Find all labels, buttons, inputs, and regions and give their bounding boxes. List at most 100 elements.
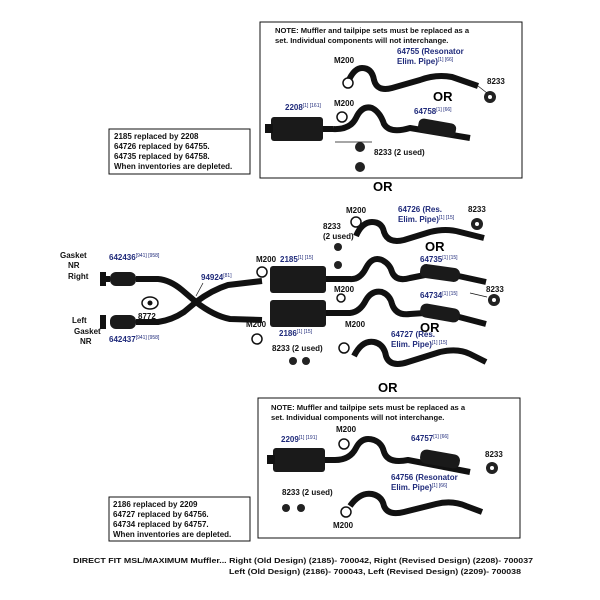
top-tailpipe-64758	[332, 104, 471, 141]
top-replace-line2: 64726 replaced by 64755.	[114, 142, 210, 151]
top-resonator-label: 64755 (Resonator	[397, 47, 464, 56]
left-flange	[100, 315, 106, 329]
top-note-line2: set. Individual components will not inte…	[275, 36, 448, 45]
bottom-hanger-b2	[297, 504, 305, 512]
hanger-b2	[302, 357, 310, 365]
right-converter	[110, 272, 136, 286]
bottom-hanger-b-label: 8233 (2 used)	[282, 488, 333, 497]
top-hanger-a-lead	[477, 85, 488, 94]
tail-r-label: 64735[1] [15]	[420, 255, 458, 264]
top-muffler-label: 2208[1] [161]	[285, 103, 321, 112]
right-flange	[100, 272, 106, 286]
bottom-box-border	[257, 397, 521, 539]
hanger-2used-a1: 8233	[323, 222, 341, 231]
muffler-left-label: 2186[1] [15]	[279, 329, 313, 338]
right-side-label: Right	[68, 272, 89, 281]
or-label-upper: OR	[373, 179, 393, 194]
bottom-resonator-label1: 64756 (Resonator	[391, 473, 458, 482]
bottom-m200-a-clamp	[338, 438, 350, 450]
muffler-right-outlet	[326, 276, 336, 282]
bottom-tailpipe-label: 64757[1] [66]	[411, 434, 449, 443]
tailpipe-64734-resonator	[420, 303, 460, 323]
hanger-b1	[289, 357, 297, 365]
gasket-8772-label: 8772	[138, 312, 156, 321]
top-revised-design-box: NOTE: Muffler and tailpipe sets must be …	[259, 21, 523, 179]
gasket-8772-hole	[147, 300, 153, 306]
m200-right-clamp	[256, 266, 268, 278]
left-converter	[110, 315, 136, 329]
tailpipe-64734	[336, 288, 487, 327]
left-side-label: Left	[72, 316, 87, 325]
pipe-left-label: 642437[941] [958]	[109, 335, 160, 344]
or-label-mid2: OR	[420, 320, 440, 335]
top-muffler-2208	[271, 117, 323, 141]
hanger-2used-b: 8233 (2 used)	[272, 344, 323, 353]
bottom-m200-b-label: M200	[333, 521, 354, 530]
top-hanger-a-label: 8233	[487, 77, 505, 86]
y-pipe-left-out	[194, 299, 263, 323]
or-label-mid1: OR	[425, 239, 445, 254]
hanger-mid-hole	[492, 298, 496, 302]
top-or-label: OR	[433, 89, 453, 104]
or-label-lower: OR	[378, 380, 398, 395]
bottom-muffler-label: 2209[1] [191]	[281, 435, 317, 444]
top-m200-clamp-b	[336, 111, 348, 123]
muffler-left-2186	[270, 300, 326, 327]
res-a-label1: 64726 (Res.	[398, 205, 442, 214]
tailpipe-64727	[351, 338, 488, 367]
muffler-left-outlet	[326, 310, 336, 316]
footer-line1: DIRECT FIT MSL/MAXIMUM Muffler... Right …	[73, 556, 533, 565]
m200-tp-label: M200	[346, 206, 367, 215]
top-m200-a-label: M200	[334, 56, 355, 65]
ypipe-lead	[195, 282, 204, 297]
m200-right-label: M200	[256, 255, 277, 264]
m200-low-label: M200	[345, 320, 366, 329]
hanger-a1	[334, 243, 342, 251]
m200-mid-clamp	[336, 293, 346, 303]
tailpipe-64735-resonator	[419, 264, 461, 282]
bottom-muffler-2209	[273, 448, 325, 472]
hanger-mid-lead	[469, 292, 488, 298]
top-m200-clamp-a	[342, 77, 354, 89]
bottom-replace-line2: 64727 replaced by 64756.	[113, 510, 209, 519]
top-hanger-b-label: 8233 (2 used)	[374, 148, 425, 157]
gasket-left-label: Gasket	[74, 327, 101, 336]
top-muffler-outlet	[323, 126, 333, 132]
res-b-label1: 64727 (Res.	[391, 330, 435, 339]
m200-left-label: M200	[246, 320, 267, 329]
hanger-a2	[334, 261, 342, 269]
hanger-mid-label: 8233	[486, 285, 504, 294]
bottom-hanger-a-hole	[490, 466, 494, 470]
gasket-left-nr: NR	[80, 337, 92, 346]
muffler-right-2185	[270, 266, 326, 293]
bottom-resonator-elim-pipe	[347, 490, 484, 517]
bottom-revised-design-box: NOTE: Muffler and tailpipe sets must be …	[257, 397, 521, 539]
ypipe-label: 94924[81]	[201, 273, 232, 282]
top-replace-box	[108, 128, 251, 175]
bottom-note-line2: set. Individual components will not inte…	[271, 413, 444, 422]
hanger-upper-label: 8233	[468, 205, 486, 214]
bottom-resonator-label2: Elim. Pipe)[1] [66]	[391, 483, 448, 492]
y-pipe-right-branch	[136, 276, 198, 305]
top-tailpipe-label: 64758[1] [66]	[414, 107, 452, 116]
m200-left-clamp	[251, 333, 263, 345]
y-pipe-right-out	[194, 278, 263, 305]
hanger-2used-a2: (2 used)	[323, 232, 354, 241]
top-resonator-label2: Elim. Pipe)[1] [66]	[397, 57, 454, 66]
top-replace-line3: 64735 replaced by 64758.	[114, 152, 210, 161]
top-muffler-inlet	[265, 124, 273, 133]
tailpipe-64726	[353, 219, 485, 244]
footer-line2: Left (Old Design) (2186)- 700043, Left (…	[229, 567, 521, 576]
top-replace-line4: When inventories are depleted.	[114, 162, 232, 171]
top-box-border	[259, 21, 523, 179]
bottom-note-line1: NOTE: Muffler and tailpipe sets must be …	[271, 403, 466, 412]
muffler-right-label: 2185[1] [15]	[280, 255, 314, 264]
bottom-replace-box	[108, 496, 251, 542]
bottom-tailpipe-resonator	[420, 449, 460, 469]
gasket-right-label: Gasket	[60, 251, 87, 260]
res-a-label2: Elim. Pipe)[1] [15]	[398, 215, 455, 224]
bottom-tailpipe-64757	[334, 436, 471, 475]
bottom-replace-line1: 2186 replaced by 2209	[113, 500, 198, 509]
bottom-muffler-outlet	[325, 457, 335, 463]
